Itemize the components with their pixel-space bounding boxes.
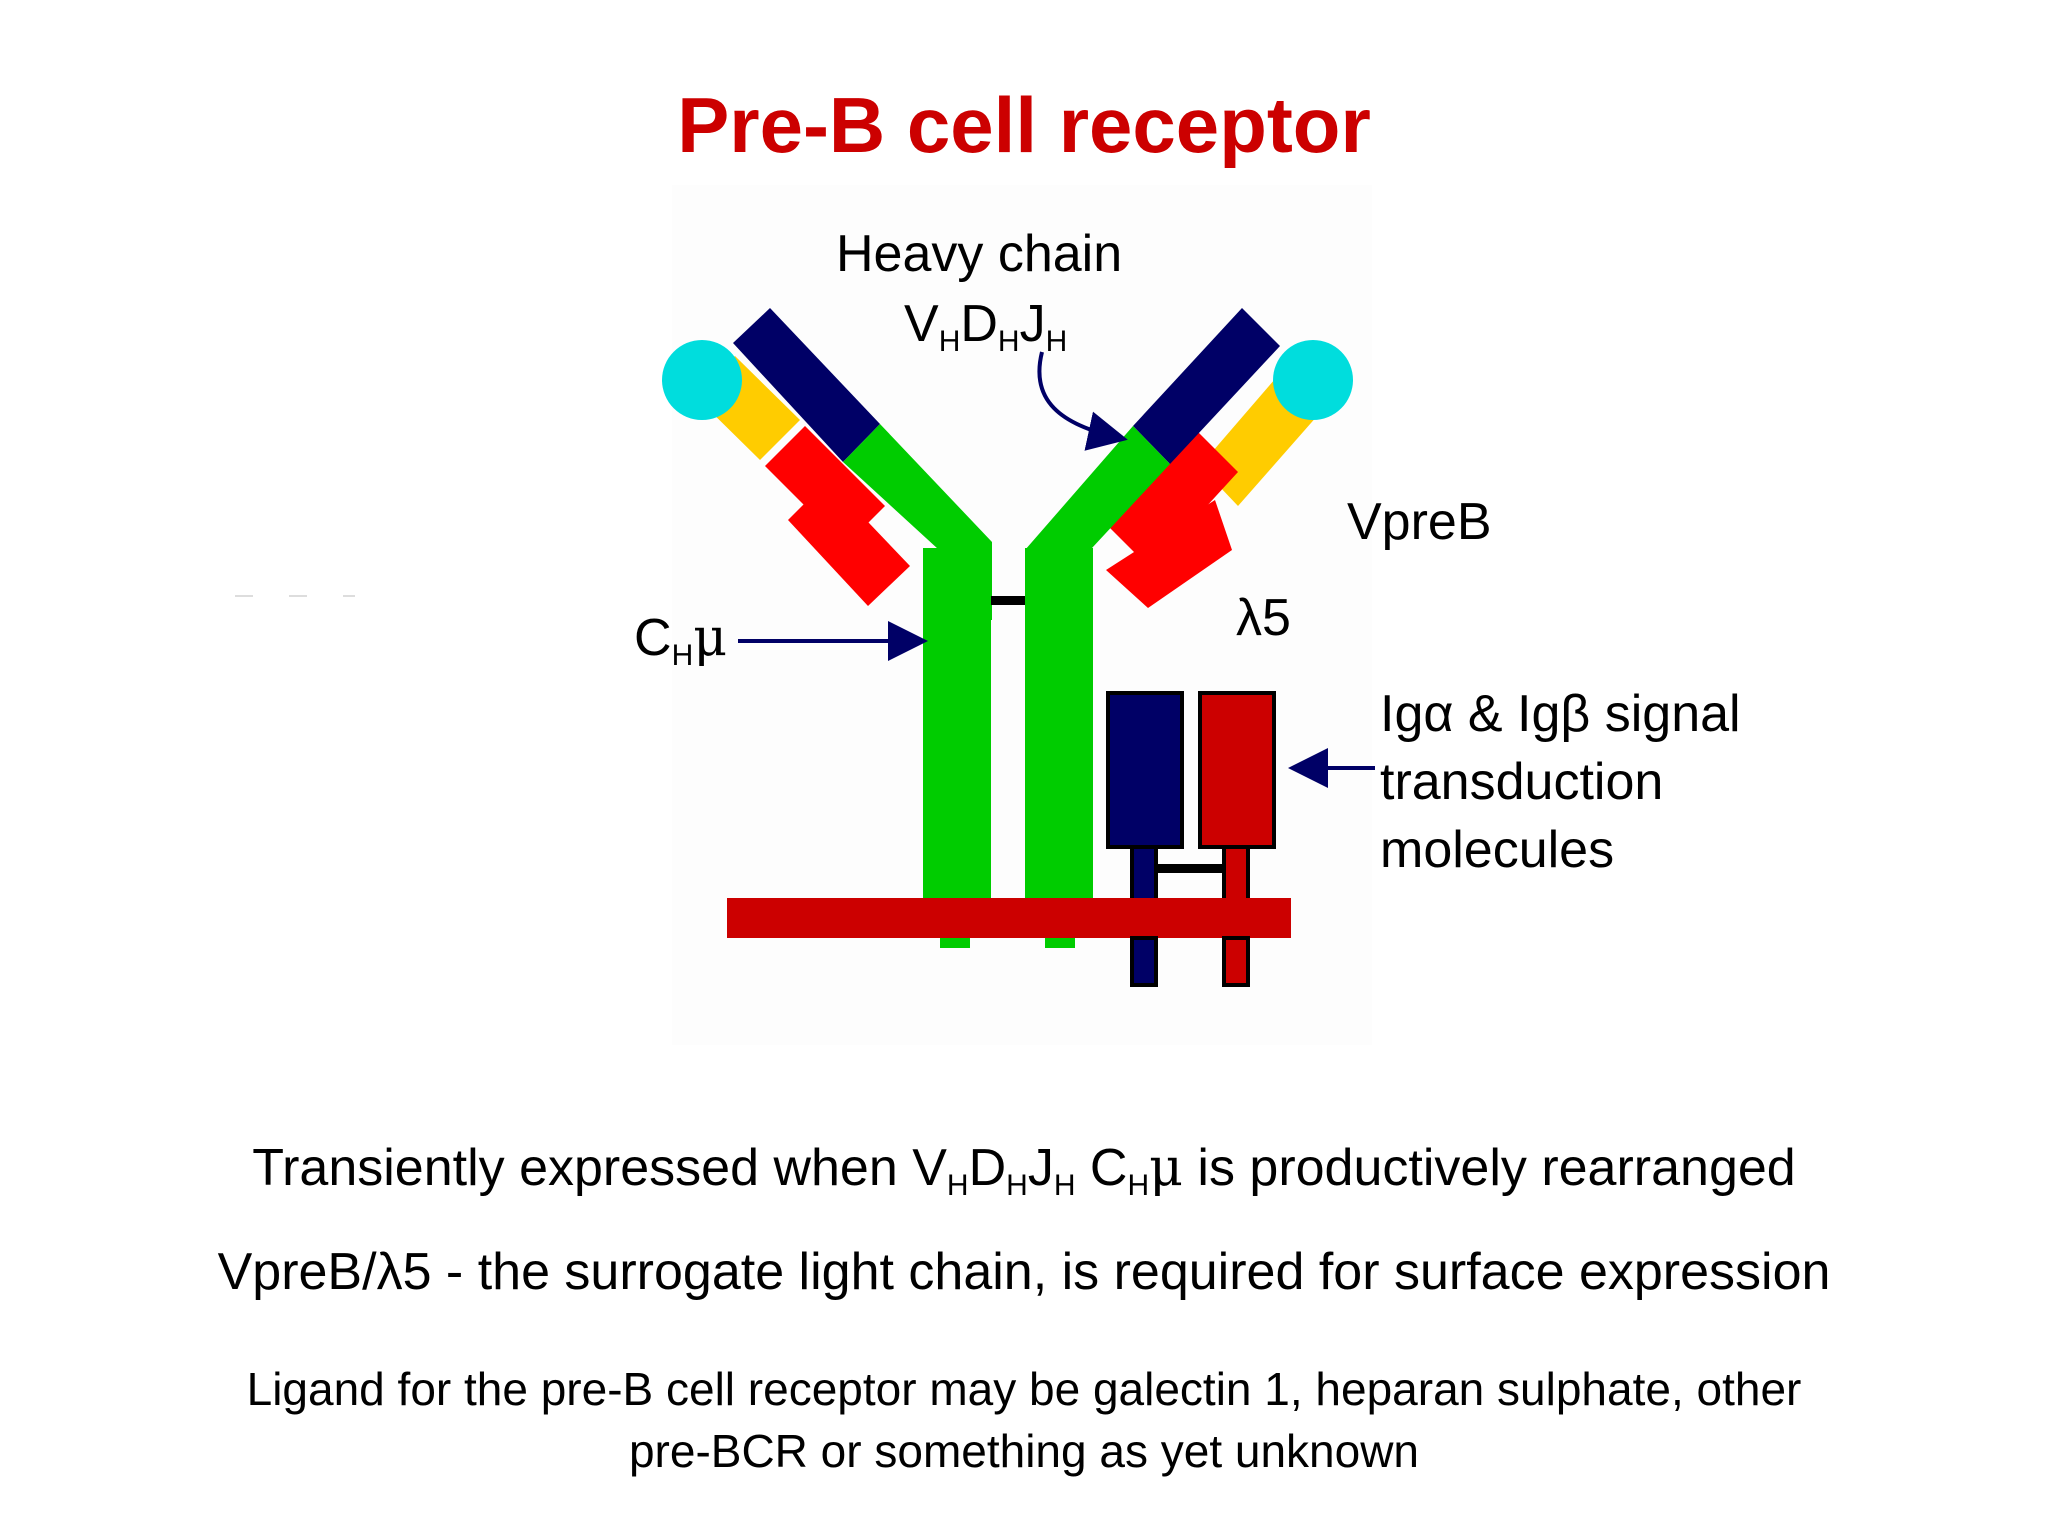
ig-signal-line-2: transduction [1380,753,1664,811]
chmu-mu: μ [693,608,728,668]
statement-line-2: VpreB/λ5 - the surrogate light chain, is… [217,1243,1831,1301]
vdj-arrow [1037,351,1128,451]
statement-1-v: V [912,1139,947,1197]
lambda5-label: λ5 [1236,592,1291,644]
statement-1-j: J [1027,1139,1054,1197]
vdj-d: D [960,295,998,353]
chmu-c-sub: H [671,639,694,672]
disulfide-bond [991,596,1025,605]
vdj-label: VHDHJH [904,295,1067,357]
vdj-d-sub: H [997,325,1020,358]
statement-1-d-sub: H [1006,1169,1028,1202]
vdj-j: J [1019,295,1046,353]
vpreb-text: VpreB [1347,493,1492,551]
statement-1-v-sub: H [946,1169,969,1202]
statement-line-1: Transiently expressed when VHDHJH CHμ is… [0,1138,2048,1201]
vdj-v-sub: H [938,325,961,358]
cell-membrane [727,898,1291,938]
heavy-chain-text: Heavy chain [836,225,1123,283]
vdj-j-sub: H [1045,325,1068,358]
statement-1-j-sub: H [1053,1169,1076,1202]
ig-signal-line-3: molecules [1380,821,1615,879]
vpreb-tip-right [1273,340,1353,420]
ig-beta-stem-lower [1222,936,1250,987]
statement-1-before: Transiently expressed when [252,1139,913,1197]
page-title: Pre-B cell receptor [677,81,1371,169]
vpreb-tip-left [662,340,742,420]
ig-beta-head [1198,691,1276,849]
statement-line-3b: pre-BCR or something as yet unknown [628,1425,1420,1477]
ig-signal-line-1: Igα & Igβ signal [1380,685,1741,743]
chmu-c: C [634,609,672,667]
statement-1-d: D [968,1139,1007,1197]
lambda5-text: λ5 [1236,589,1291,647]
ig-alpha-stem-lower [1130,936,1158,987]
vpreb-label: VpreB [1347,496,1492,548]
lambda5-left-main [788,480,910,606]
vdj-v: V [904,295,939,353]
ig-bond [1156,864,1224,873]
lambda5-right-main [1106,500,1232,608]
statement-line-3a: Ligand for the pre-B cell receptor may b… [246,1363,1802,1415]
statement-1-mu: μ [1149,1138,1183,1198]
chmu-label: CHμ [634,609,727,671]
heavy-variable-right [1133,308,1280,464]
heavy-stem-left [923,548,991,898]
ig-signal-label: Igα & Igβ signal transduction molecules [1380,680,1741,884]
statement-1-c: C [1075,1139,1128,1197]
statement-line-3: Ligand for the pre-B cell receptor may b… [0,1358,2048,1482]
heavy-stem-right [1025,548,1093,898]
lambda5-right [1110,432,1238,568]
ig-alpha-head [1106,691,1184,849]
statement-1-c-sub: H [1127,1169,1150,1202]
heavy-chain-label: Heavy chain [836,228,1122,280]
statement-1-after: is productively rearranged [1182,1139,1796,1197]
heavy-variable-left [733,308,880,462]
